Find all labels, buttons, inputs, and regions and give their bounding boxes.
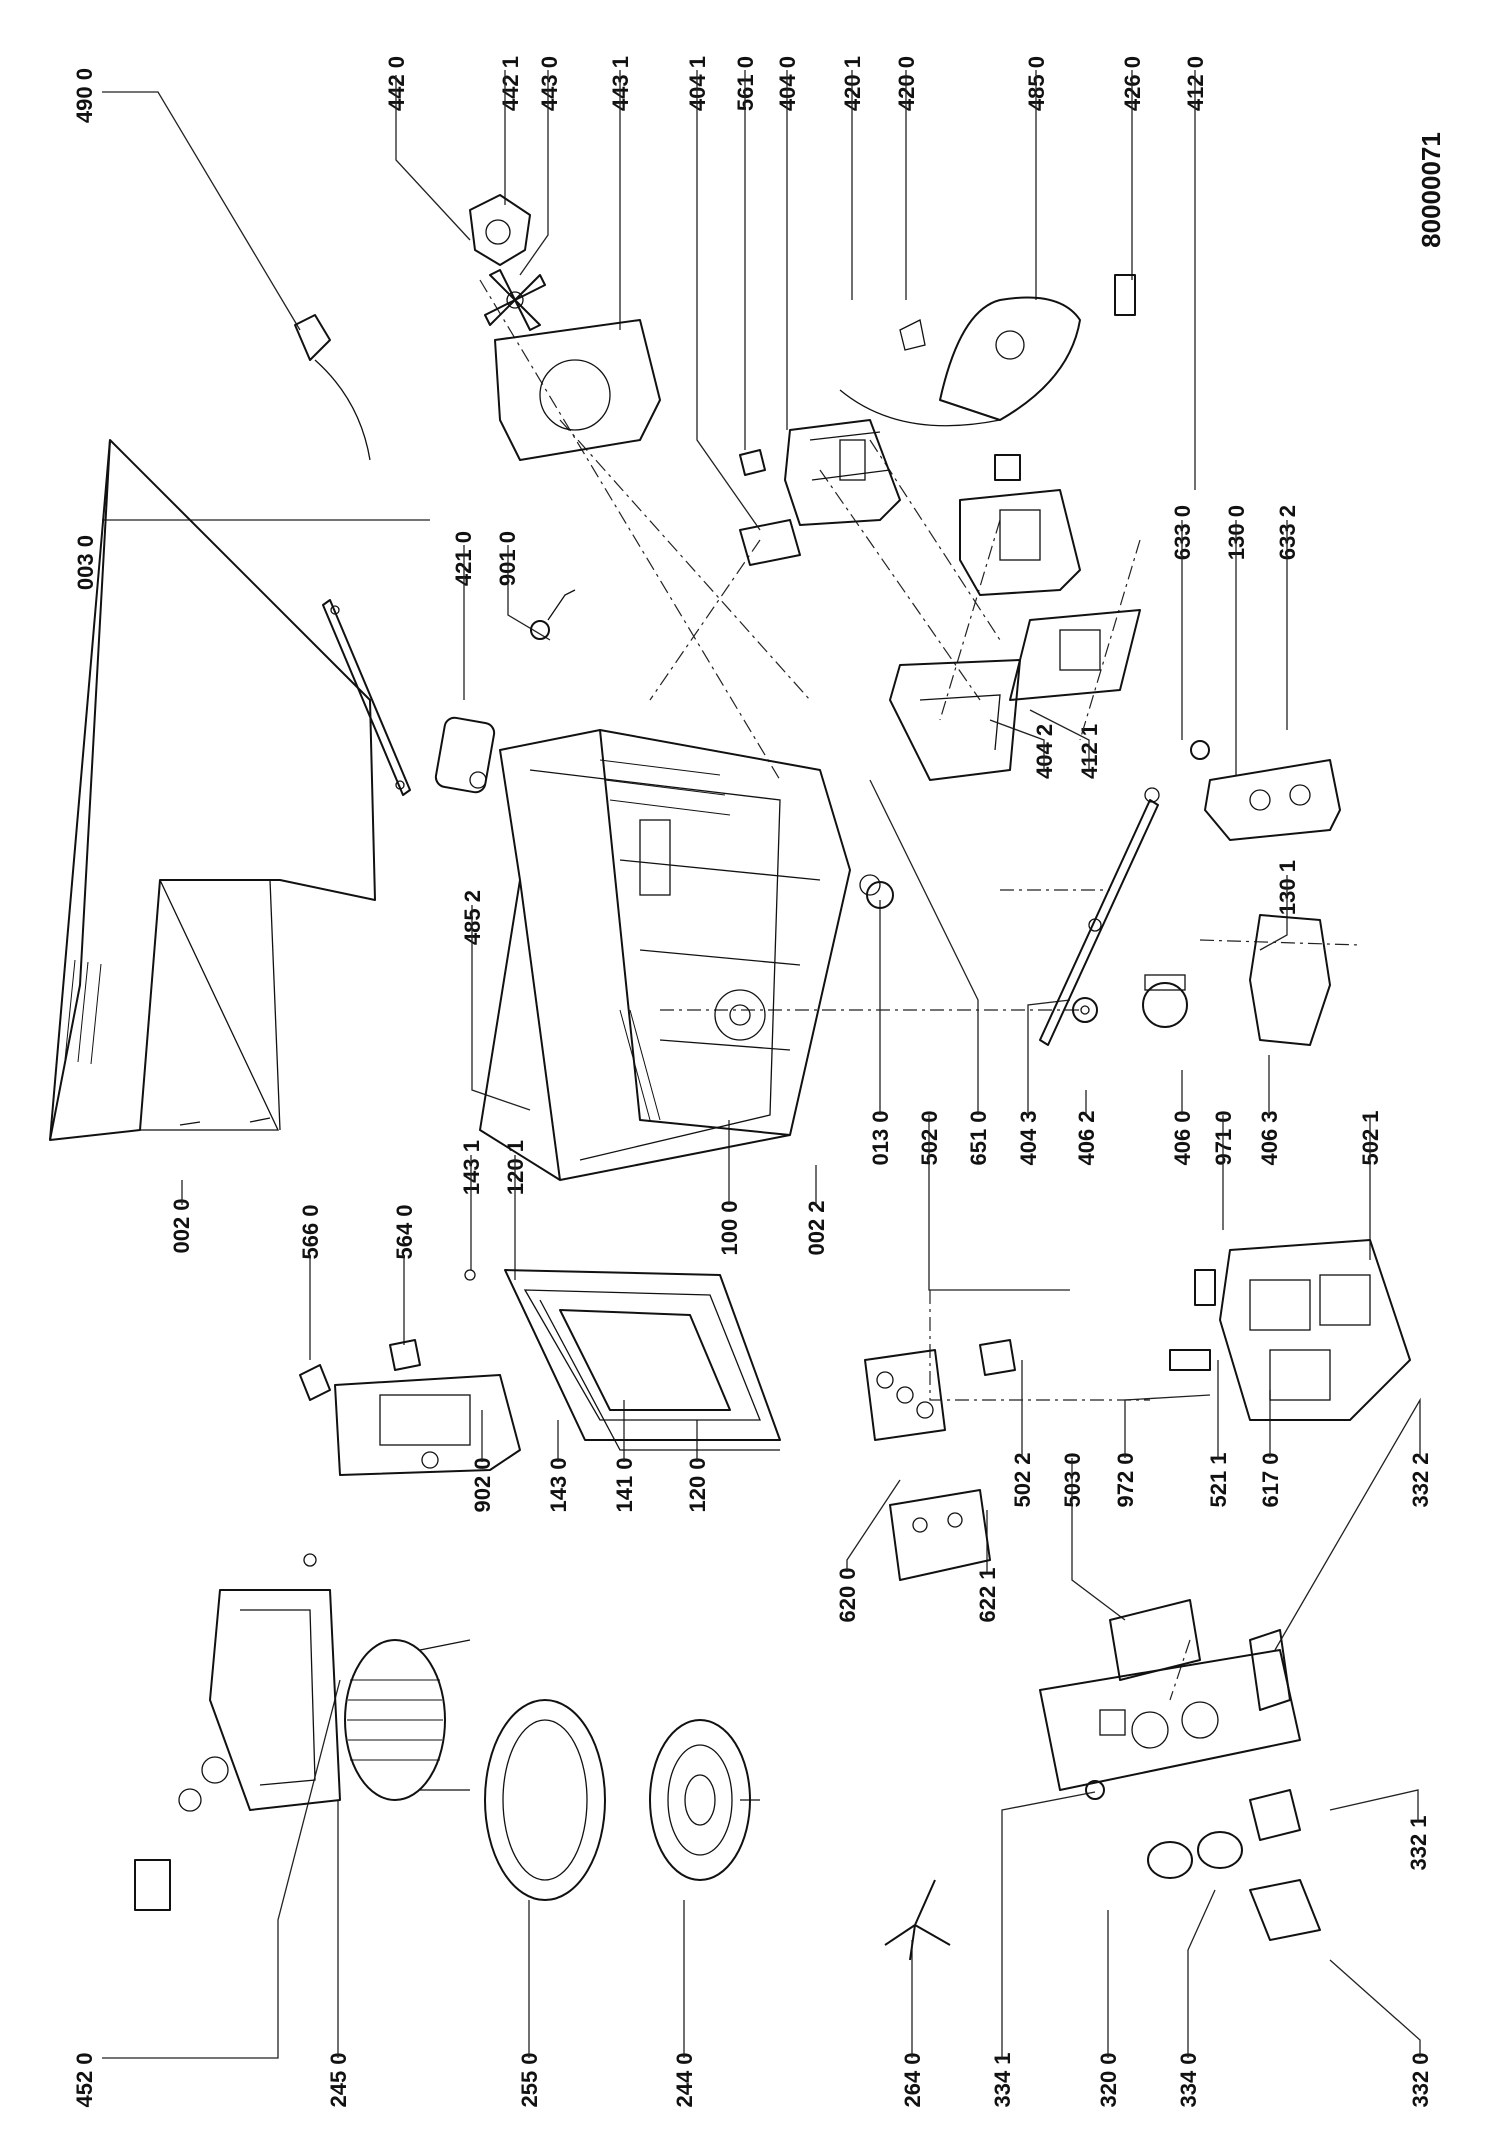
label-404-3: 404 3 bbox=[1016, 1110, 1041, 1165]
grill-element-452 bbox=[134, 1553, 341, 1911]
label-490: 490 0 bbox=[72, 68, 97, 123]
part-332-2 bbox=[1249, 1629, 1291, 1711]
fan-housing-443 bbox=[494, 319, 661, 461]
label-332-2: 332 2 bbox=[1408, 1452, 1433, 1507]
control-board-620 bbox=[889, 1489, 991, 1581]
label-443-0: 443 0 bbox=[537, 56, 562, 111]
label-617: 617 0 bbox=[1258, 1452, 1283, 1507]
connector-502-2 bbox=[979, 1339, 1016, 1376]
label-244: 244 0 bbox=[672, 2052, 697, 2107]
roller-support-264 bbox=[884, 1879, 951, 1961]
outer-cover-002 bbox=[49, 439, 376, 1141]
magnetron-420 bbox=[839, 296, 1081, 427]
label-972: 972 0 bbox=[1113, 1452, 1138, 1507]
label-002-0: 002 0 bbox=[169, 1198, 194, 1253]
turntable-motor-406 bbox=[1142, 974, 1188, 1028]
label-255: 255 0 bbox=[517, 2052, 542, 2107]
leader-lines bbox=[102, 70, 1421, 2059]
switch-block-502 bbox=[864, 1349, 946, 1441]
roller-ring-244 bbox=[649, 1719, 760, 1881]
label-521-1: 521 1 bbox=[1206, 1452, 1231, 1507]
label-622-1: 622 1 bbox=[975, 1567, 1000, 1622]
label-651: 651 0 bbox=[966, 1110, 991, 1165]
lamp-633-0 bbox=[1190, 740, 1210, 760]
plate-406-3 bbox=[1249, 914, 1331, 1046]
rod-404-3 bbox=[1039, 787, 1160, 1046]
switch-564 bbox=[389, 1339, 421, 1371]
bracket-404-2 bbox=[889, 659, 1021, 781]
oven-cavity-100 bbox=[479, 729, 881, 1181]
label-143-0: 143 0 bbox=[546, 1457, 571, 1512]
plate-412-1 bbox=[1009, 609, 1141, 701]
knob-334-1 bbox=[1085, 1780, 1105, 1800]
lamp-holder-130 bbox=[1204, 759, 1341, 841]
label-566: 566 0 bbox=[298, 1204, 323, 1259]
label-406-2: 406 2 bbox=[1074, 1110, 1099, 1165]
label-502-2: 502 2 bbox=[1010, 1452, 1035, 1507]
label-003: 003 0 bbox=[73, 535, 98, 590]
grill-rack-245 bbox=[344, 1639, 471, 1801]
drawing-number: 80000071 bbox=[1416, 132, 1446, 248]
part-013 bbox=[866, 881, 894, 909]
part-971 bbox=[1194, 1269, 1216, 1306]
latch-bracket-902 bbox=[334, 1374, 521, 1476]
power-cord-490 bbox=[294, 314, 371, 461]
knobs-334-0 bbox=[1147, 1831, 1243, 1879]
label-100: 100 0 bbox=[717, 1200, 742, 1255]
bracket-404-1 bbox=[739, 519, 801, 566]
label-320: 320 0 bbox=[1096, 2052, 1121, 2107]
rail-003 bbox=[322, 599, 411, 796]
hv-unit-412 bbox=[959, 454, 1081, 596]
label-013: 013 0 bbox=[868, 1110, 893, 1165]
label-902: 902 0 bbox=[470, 1457, 495, 1512]
part-972 bbox=[1169, 1349, 1211, 1371]
label-406-3: 406 3 bbox=[1257, 1110, 1282, 1165]
switch-566 bbox=[299, 1364, 331, 1401]
label-334-1: 334 1 bbox=[990, 2052, 1015, 2107]
label-332-0: 332 0 bbox=[1408, 2052, 1433, 2107]
fan-motor-442 bbox=[469, 194, 531, 266]
label-264: 264 0 bbox=[900, 2052, 925, 2107]
button-332-0 bbox=[1249, 1879, 1321, 1941]
timer-503 bbox=[1109, 1599, 1201, 1681]
diode-901 bbox=[530, 589, 576, 640]
label-406-0: 406 0 bbox=[1170, 1110, 1195, 1165]
button-332-1 bbox=[1249, 1789, 1301, 1841]
label-442-1: 442 1 bbox=[498, 56, 523, 111]
label-564: 564 0 bbox=[392, 1204, 417, 1259]
control-panel-320 bbox=[1039, 1649, 1301, 1791]
label-120-0: 120 0 bbox=[685, 1457, 710, 1512]
coupler-406-2 bbox=[1072, 997, 1098, 1023]
door-assembly-120 bbox=[464, 1269, 781, 1451]
switch-frame-521 bbox=[1219, 1239, 1411, 1421]
glass-tray-255 bbox=[484, 1699, 606, 1901]
transformer-404 bbox=[784, 419, 901, 526]
assembly-lines bbox=[479, 279, 1361, 1701]
label-002-2: 002 2 bbox=[804, 1200, 829, 1255]
part-426 bbox=[1114, 274, 1136, 316]
label-334-0: 334 0 bbox=[1176, 2052, 1201, 2107]
label-332-1: 332 1 bbox=[1406, 1815, 1431, 1870]
label-620: 620 0 bbox=[835, 1567, 860, 1622]
capacitor-421 bbox=[434, 716, 496, 794]
fan-blade-443 bbox=[484, 269, 546, 331]
label-452: 452 0 bbox=[72, 2052, 97, 2107]
part-561 bbox=[739, 449, 766, 476]
label-245: 245 0 bbox=[326, 2052, 351, 2107]
label-141: 141 0 bbox=[612, 1457, 637, 1512]
